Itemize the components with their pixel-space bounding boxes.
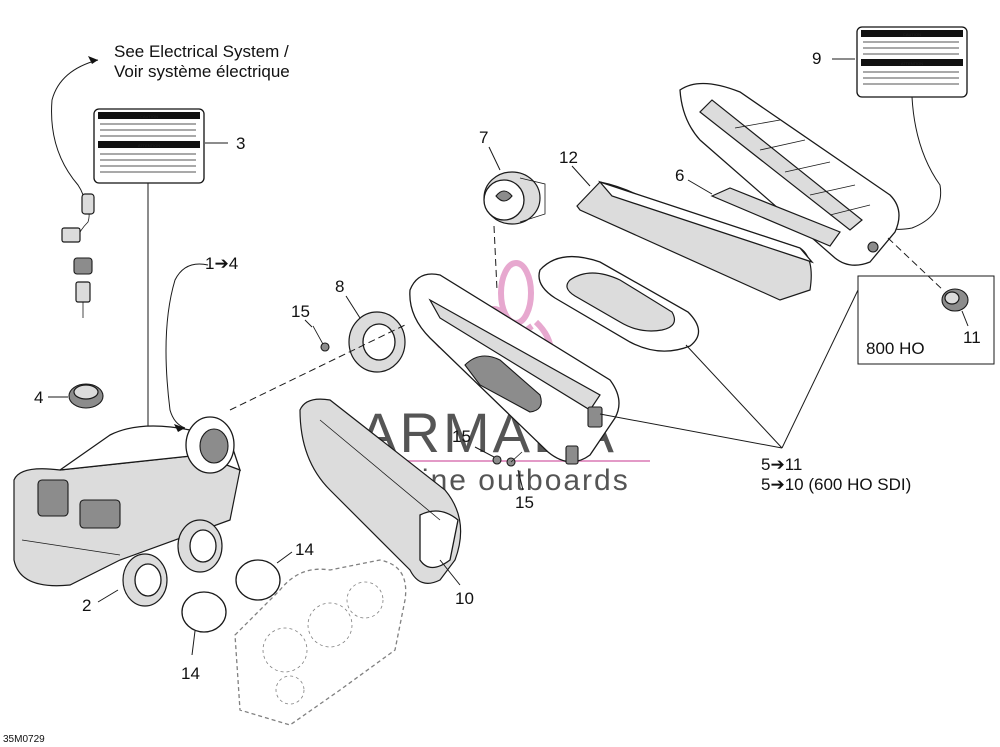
callout-6: 6	[675, 166, 684, 185]
callout-9: 9	[812, 49, 821, 68]
attention-heading: ATTENTION	[138, 143, 160, 148]
silencer-7	[483, 171, 546, 225]
caution-label-3: CAUTION ATTENTION	[93, 108, 205, 184]
svg-text:ATTENTION: ATTENTION	[901, 61, 923, 66]
airbox-cover	[679, 82, 900, 266]
leader-15c	[517, 469, 524, 491]
sensor-harness	[61, 193, 95, 318]
callout-4: 4	[34, 388, 43, 407]
callout-15-left: 15	[291, 302, 310, 321]
electrical-arrowhead	[88, 56, 98, 64]
leader-7	[488, 146, 501, 171]
leader-2	[97, 589, 119, 603]
inset-box-800ho	[857, 275, 995, 365]
inset-label: 800 HO	[866, 339, 925, 358]
clamp-14-lower	[181, 591, 227, 633]
filter-tray	[538, 256, 700, 352]
axis-line-7	[493, 225, 498, 291]
callout-10: 10	[455, 589, 474, 608]
coupler-2-left	[122, 553, 168, 607]
leader-5-group	[599, 289, 859, 449]
lower-intake-box	[13, 416, 242, 587]
callout-5-11: 5➔11	[761, 455, 802, 474]
leader-8	[345, 295, 361, 319]
callout-11: 11	[963, 328, 981, 347]
leader-12	[571, 165, 591, 187]
callout-14-lower: 14	[181, 664, 200, 683]
axis-line-11	[887, 237, 945, 292]
grommet-4	[68, 383, 104, 409]
svg-text:CAUTION: CAUTION	[903, 32, 921, 37]
leader-14b	[191, 630, 196, 656]
screws-15-center	[492, 451, 523, 467]
leader-6	[687, 179, 713, 195]
leader-10	[439, 559, 461, 586]
electrical-arrow	[51, 59, 99, 213]
engine-outline	[234, 559, 407, 726]
cap-11	[941, 288, 969, 312]
callout-12: 12	[559, 148, 578, 167]
clamp-14-upper	[235, 559, 281, 601]
intake-duct-10	[299, 398, 462, 584]
electrical-note-line2: Voir système électrique	[114, 62, 290, 81]
callout-14-upper: 14	[295, 540, 314, 559]
leader-15b	[474, 446, 495, 458]
electrical-note-line1: See Electrical System /	[114, 42, 289, 61]
callout-5-10: 5➔10 (600 HO SDI)	[761, 475, 911, 494]
leader-11	[961, 310, 969, 327]
caution-label-9: CAUTION ATTENTION	[856, 26, 968, 98]
drawing-number: 35M0729	[3, 734, 45, 745]
caution-heading: CAUTION	[140, 114, 158, 119]
leader-14a	[276, 551, 293, 564]
screw-15-left	[312, 325, 330, 352]
leader-15a	[304, 319, 313, 328]
seal-strip-6	[710, 187, 841, 247]
leader-1-4	[165, 263, 209, 429]
callout-15-lower: 15	[515, 493, 534, 512]
callout-8: 8	[335, 277, 344, 296]
grommet-8	[348, 311, 406, 373]
callout-7: 7	[479, 128, 488, 147]
callout-1-4: 1➔4	[205, 254, 238, 273]
coupler-2-right	[177, 519, 223, 573]
filter-element-12	[576, 180, 815, 301]
leader-1-4-arrowhead	[174, 424, 185, 432]
callout-3: 3	[236, 134, 245, 153]
callout-15-center: 15	[452, 427, 471, 446]
airbox-housing	[409, 273, 620, 465]
callout-2: 2	[82, 596, 91, 615]
